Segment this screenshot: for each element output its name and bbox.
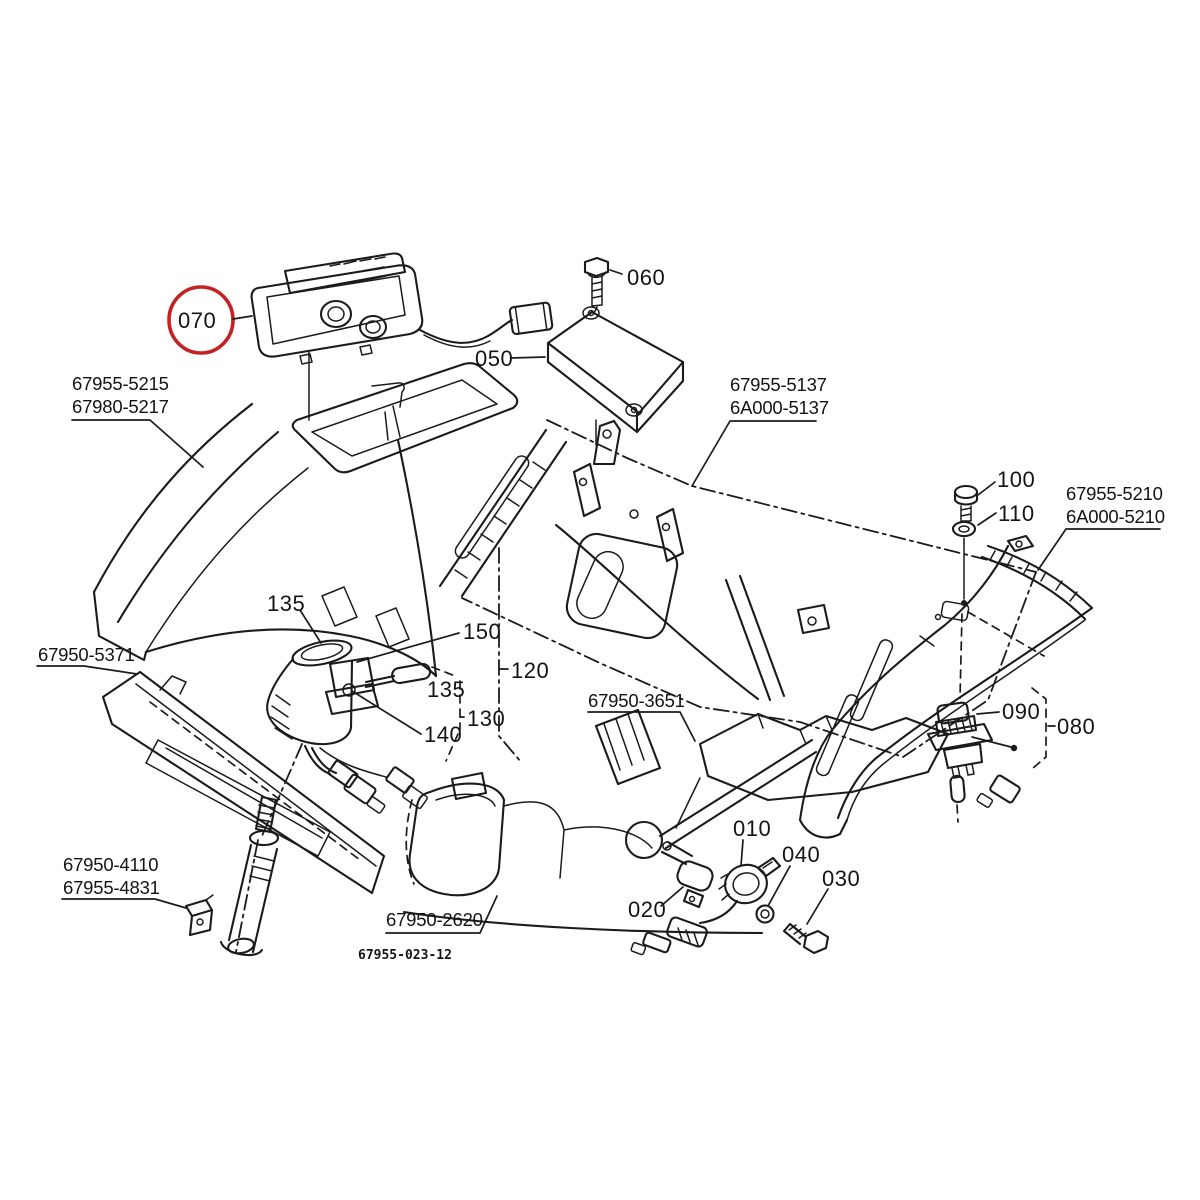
sub-assembly-120-line — [498, 547, 522, 763]
label-support-panel: 67955-5137 6A000-5137 — [691, 374, 829, 487]
support-bracket-part — [594, 708, 950, 866]
callout-090: 090 — [1002, 699, 1040, 724]
highlight-circle-070: 070 — [167, 285, 253, 355]
label-lower-console: 67950-2620 — [385, 895, 498, 934]
left-fender-console-part — [92, 362, 519, 678]
red-highlight-ellipse — [167, 285, 235, 355]
instrument-panel-part — [250, 252, 554, 421]
part-number-right-fender-2: 6A000-5210 — [1066, 506, 1165, 527]
callout-135-upper: 135 — [267, 591, 305, 616]
label-steering-clamp: 67950-4110 67955-4831 — [61, 854, 187, 909]
grommet-110 — [951, 520, 977, 538]
lower-dash-panel-part — [101, 670, 386, 895]
callout-070: 070 — [178, 308, 216, 333]
callout-110: 110 — [998, 501, 1035, 526]
callout-040: 040 — [782, 842, 820, 867]
part-number-lower-dash-panel: 67950-5371 — [38, 644, 135, 665]
label-support-bracket: 67950-3651 — [587, 690, 696, 742]
lower-console-part — [402, 771, 764, 935]
controller-box-part — [546, 306, 685, 446]
column-clamp-part — [184, 894, 214, 937]
screw-100 — [953, 484, 979, 522]
part-number-left-fender-2: 67980-5217 — [72, 396, 169, 417]
part-number-support-bracket: 67950-3651 — [588, 690, 685, 711]
label-lower-dash-panel: 67950-5371 — [36, 644, 138, 675]
label-left-fender: 67955-5215 67980-5217 — [71, 373, 204, 468]
part-number-steering-clamp-2: 67955-4831 — [63, 877, 160, 898]
callout-060: 060 — [627, 265, 665, 290]
callout-150: 150 — [463, 619, 501, 644]
drawing-number: 67955-023-12 — [358, 948, 452, 963]
part-number-left-fender-1: 67955-5215 — [72, 373, 169, 394]
callout-140: 140 — [424, 722, 462, 747]
washer-040 — [755, 904, 775, 924]
callout-135-lower: 135 — [427, 677, 465, 702]
support-panel-part — [438, 419, 1037, 758]
right-fender-part — [798, 534, 1094, 839]
part-number-steering-clamp-1: 67950-4110 — [63, 854, 158, 875]
part-number-support-panel-1: 67955-5137 — [730, 374, 827, 395]
part-number-support-panel-2: 6A000-5137 — [730, 397, 829, 418]
callout-030: 030 — [822, 866, 860, 891]
label-right-fender: 67955-5210 6A000-5210 — [1037, 483, 1165, 571]
bolt-060 — [583, 256, 610, 307]
switch-090-part — [926, 701, 1021, 823]
part-number-right-fender-1: 67955-5210 — [1066, 483, 1163, 504]
callout-120: 120 — [511, 658, 549, 683]
callout-020: 020 — [628, 897, 666, 922]
steering-column-part — [219, 743, 303, 957]
wire-connector — [508, 301, 554, 336]
part-number-lower-console: 67950-2620 — [386, 909, 483, 930]
bolt-030 — [782, 922, 830, 955]
callout-050: 050 — [475, 346, 513, 371]
callout-080: 080 — [1057, 714, 1095, 739]
callout-100: 100 — [997, 467, 1035, 492]
callout-010: 010 — [733, 816, 771, 841]
